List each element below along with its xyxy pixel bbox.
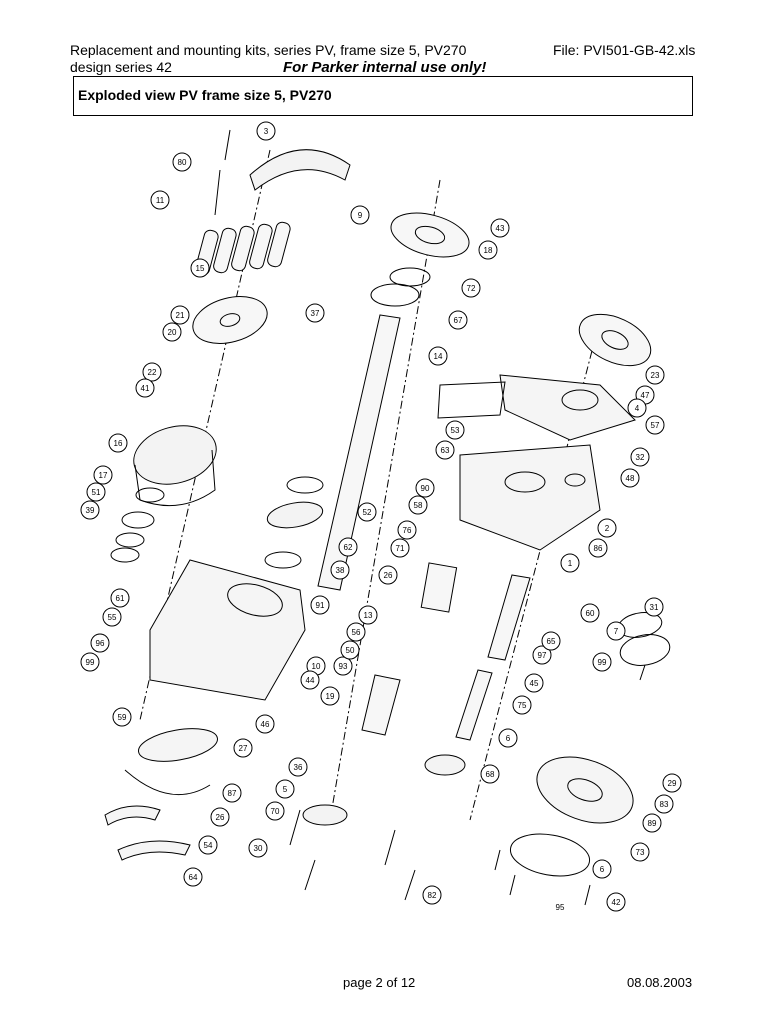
callout-27: 27 [239, 744, 248, 753]
callout-19: 19 [326, 692, 335, 701]
callout-72: 72 [467, 284, 476, 293]
callout-23: 23 [651, 371, 660, 380]
header-kit-description: Replacement and mounting kits, series PV… [70, 42, 467, 58]
callout-52: 52 [363, 508, 372, 517]
callout-55: 55 [108, 613, 117, 622]
callout-4: 4 [635, 404, 640, 413]
callout-30: 30 [254, 844, 263, 853]
callout-93: 93 [339, 662, 348, 671]
callout-43: 43 [496, 224, 505, 233]
callout-58: 58 [414, 501, 423, 510]
callout-73: 73 [636, 848, 645, 857]
callout-97: 97 [538, 651, 547, 660]
callout-64: 64 [189, 873, 198, 882]
callout-57: 57 [651, 421, 660, 430]
callout-10: 10 [312, 662, 321, 671]
callout-51: 51 [92, 488, 101, 497]
callout-70: 70 [271, 807, 280, 816]
callout-48: 48 [626, 474, 635, 483]
callout-65: 65 [547, 637, 556, 646]
callout-7: 7 [614, 627, 619, 636]
header-file-name: File: PVI501-GB-42.xls [553, 42, 696, 58]
callout-56: 56 [352, 628, 361, 637]
callout-59: 59 [118, 713, 127, 722]
callout-86: 86 [594, 544, 603, 553]
callout-71: 71 [396, 544, 405, 553]
callout-38: 38 [336, 566, 345, 575]
callout-26a: 26 [384, 571, 393, 580]
callout-1: 1 [568, 559, 573, 568]
callout-6b: 6 [600, 865, 605, 874]
page-title: Exploded view PV frame size 5, PV270 [78, 87, 332, 103]
callout-18: 18 [484, 246, 493, 255]
callout-50: 50 [346, 646, 355, 655]
callout-96: 96 [96, 639, 105, 648]
callout-76: 76 [403, 526, 412, 535]
callout-68: 68 [486, 770, 495, 779]
exploded-view-drawing: 80 3 11 9 15 43 18 21 72 20 37 67 22 41 … [80, 121, 682, 912]
callout-5: 5 [283, 785, 288, 794]
callout-91: 91 [316, 601, 325, 610]
header-internal-notice: For Parker internal use only! [283, 59, 487, 76]
callout-75: 75 [518, 701, 527, 710]
callout-53: 53 [451, 426, 460, 435]
callout-32: 32 [636, 453, 645, 462]
callout-15: 15 [196, 264, 205, 273]
callout-11: 11 [156, 196, 165, 205]
callout-14: 14 [434, 352, 443, 361]
callout-20: 20 [168, 328, 177, 337]
callout-2: 2 [605, 524, 610, 533]
callout-80: 80 [178, 158, 187, 167]
title-box: Exploded view PV frame size 5, PV270 [73, 76, 693, 116]
callout-83: 83 [660, 800, 669, 809]
callout-67: 67 [454, 316, 463, 325]
callout-44: 44 [306, 676, 315, 685]
callout-17: 17 [99, 471, 108, 480]
callout-21: 21 [176, 311, 185, 320]
callout-26b: 26 [216, 813, 225, 822]
callout-54: 54 [204, 841, 213, 850]
callout-41: 41 [141, 384, 150, 393]
callout-42: 42 [612, 898, 621, 907]
callout-99a: 99 [86, 658, 95, 667]
callout-37: 37 [311, 309, 320, 318]
callout-90: 90 [421, 484, 430, 493]
callout-60: 60 [586, 609, 595, 618]
callout-31: 31 [650, 603, 659, 612]
callout-22: 22 [148, 368, 157, 377]
callout-36: 36 [294, 763, 303, 772]
header-design-series: design series 42 [70, 59, 172, 75]
callout-46: 46 [261, 720, 270, 729]
callout-99b: 99 [598, 658, 607, 667]
callout-47: 47 [641, 391, 650, 400]
callout-82: 82 [428, 891, 437, 900]
callout-16: 16 [114, 439, 123, 448]
callout-13: 13 [364, 611, 373, 620]
callout-89: 89 [648, 819, 657, 828]
callout-6a: 6 [506, 734, 511, 743]
callout-63: 63 [441, 446, 450, 455]
footer-page-number: page 2 of 12 [343, 975, 416, 990]
callout-62: 62 [344, 543, 353, 552]
footer-date: 08.08.2003 [627, 975, 693, 990]
callout-3: 3 [264, 127, 269, 136]
callout-39: 39 [86, 506, 95, 515]
callout-61: 61 [116, 594, 125, 603]
callout-45: 45 [530, 679, 539, 688]
callout-95: 95 [556, 903, 565, 912]
callout-87: 87 [228, 789, 237, 798]
callout-29: 29 [668, 779, 677, 788]
callout-9: 9 [358, 211, 363, 220]
